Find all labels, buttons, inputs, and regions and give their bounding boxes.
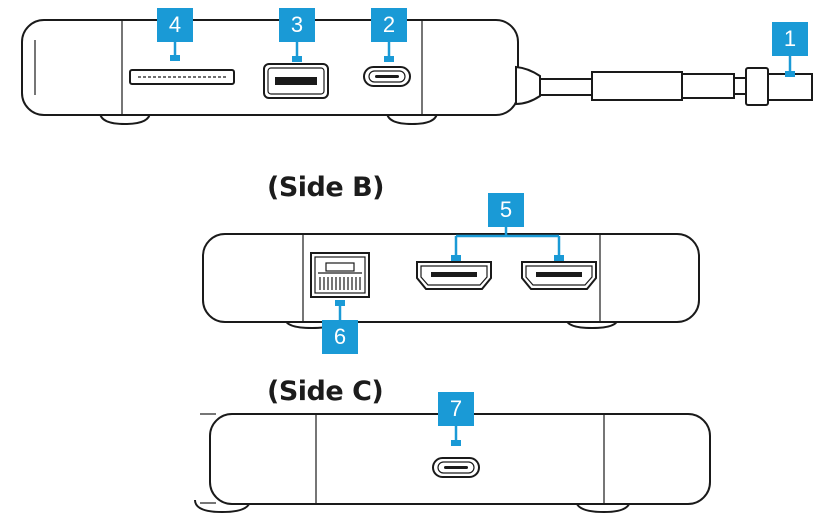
- usb-c-cable: [515, 65, 813, 106]
- side-b-label: (Side B): [267, 172, 385, 203]
- usb-a-port: [263, 63, 329, 99]
- usb-c-port-side-a: [363, 66, 411, 87]
- side-c-label: (Side C): [267, 376, 384, 407]
- callout-5: 5: [488, 193, 524, 227]
- side-a-view: [21, 19, 813, 126]
- hdmi-port-1: [416, 261, 492, 290]
- callout-6: 6: [322, 320, 358, 354]
- callout-2: 2: [371, 8, 407, 42]
- ethernet-port: [310, 252, 370, 298]
- side-b-view: [202, 226, 700, 330]
- usb-c-port-side-c: [432, 457, 480, 478]
- callout-4: 4: [157, 8, 193, 42]
- callout-7: 7: [438, 392, 474, 426]
- callout-3: 3: [279, 8, 315, 42]
- hdmi-port-2: [521, 261, 597, 290]
- cable-connector: [745, 67, 769, 106]
- side-c-view: [194, 413, 711, 514]
- callout-1: 1: [772, 22, 808, 56]
- sd-card-slot: [129, 69, 235, 85]
- callout-5-leader: [454, 226, 561, 256]
